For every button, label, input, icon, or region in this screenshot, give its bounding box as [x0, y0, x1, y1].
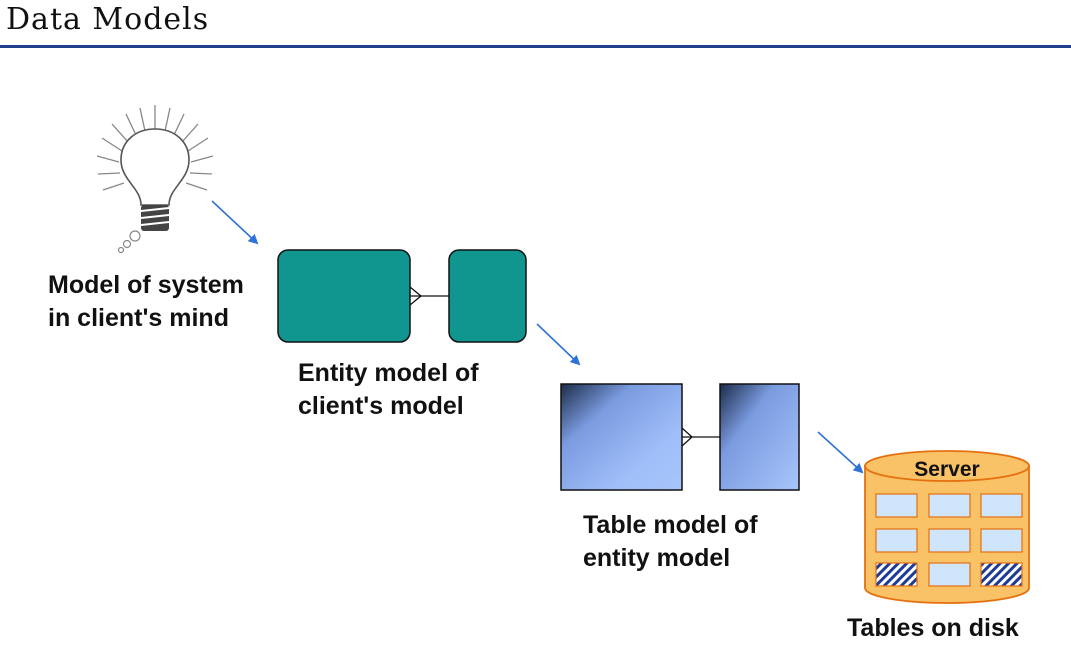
page-title: Data Models [6, 2, 210, 37]
lightbulb-icon [96, 105, 214, 254]
table-label-line1: Table model of [583, 511, 758, 539]
arrow-entity-to-table [536, 323, 581, 366]
entity-label: Entity model of client's model [298, 357, 479, 423]
server-cell [928, 562, 971, 587]
arrow-idea-to-entity [211, 200, 259, 245]
table-model-diagram [560, 383, 800, 491]
server-cell [928, 528, 971, 553]
entity-relationship-line [409, 286, 449, 306]
table-label-line2: entity model [583, 544, 731, 572]
table-box-right [719, 383, 800, 491]
table-box-left [560, 383, 683, 491]
table-relationship-line [681, 427, 720, 447]
entity-box-right [448, 249, 527, 343]
database-server-icon: Server [864, 450, 1030, 604]
idea-label: Model of system in client's mind [48, 269, 244, 335]
server-cell [980, 493, 1023, 518]
server-cell [875, 493, 918, 518]
title-divider [0, 45, 1071, 48]
server-cell [980, 528, 1023, 553]
server-cell [928, 493, 971, 518]
entity-box-left [277, 249, 411, 343]
entity-label-line2: client's model [298, 392, 464, 420]
entity-label-line1: Entity model of [298, 359, 479, 387]
server-caption: Server [914, 458, 979, 481]
server-label: Tables on disk [847, 614, 1019, 642]
idea-label-line2: in client's mind [48, 304, 229, 332]
server-cell [875, 528, 918, 553]
table-label: Table model of entity model [583, 509, 758, 575]
entity-model-diagram [277, 249, 527, 343]
server-cell-hatched [980, 562, 1023, 587]
idea-label-line1: Model of system [48, 271, 244, 299]
arrow-table-to-server [817, 431, 864, 474]
server-cell-hatched [875, 562, 918, 587]
